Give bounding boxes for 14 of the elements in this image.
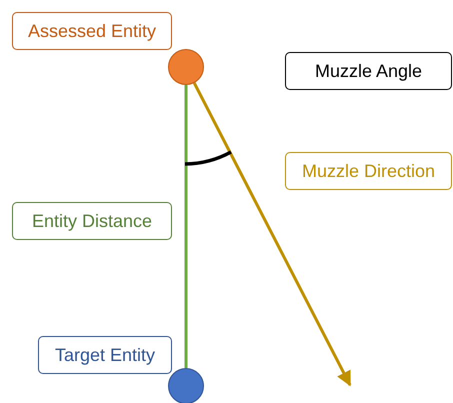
label-box	[285, 52, 452, 90]
connector-line	[184, 85, 188, 368]
label-text: Entity Distance	[32, 210, 152, 232]
entity-circle	[168, 368, 204, 403]
label-box	[38, 336, 172, 374]
label-text: Muzzle Direction	[302, 160, 436, 182]
label-box	[12, 12, 172, 50]
label-text: Muzzle Angle	[314, 60, 422, 82]
entity-circle	[168, 49, 204, 85]
label-text: Assessed Entity	[28, 20, 156, 42]
arrow	[192, 82, 352, 386]
label-box	[285, 152, 452, 190]
label-text: Target Entity	[54, 344, 156, 366]
label-box	[12, 202, 172, 240]
